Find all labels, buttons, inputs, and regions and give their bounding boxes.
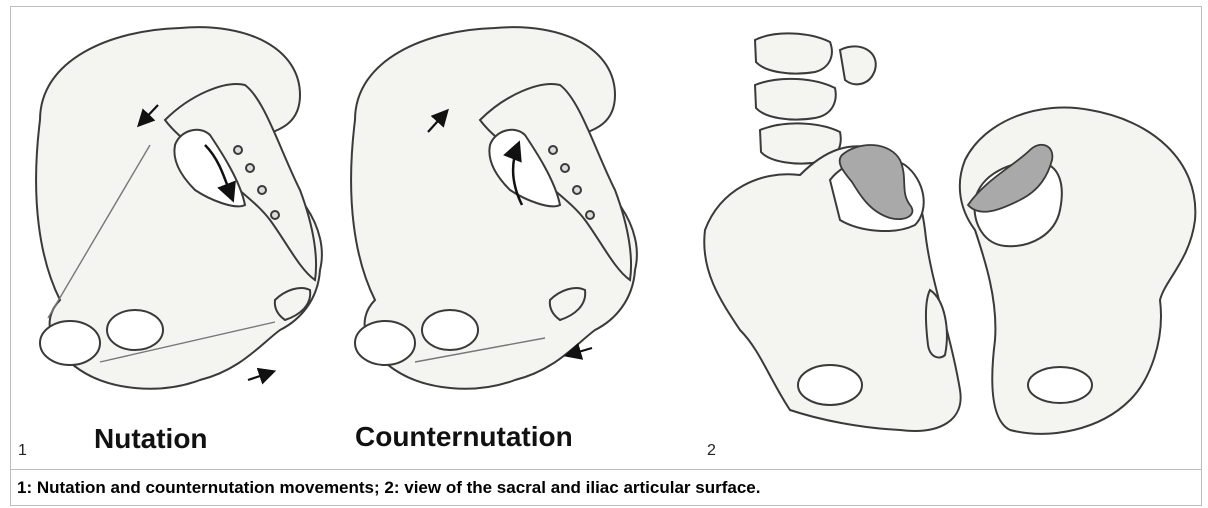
nutation-label: Nutation [94,423,208,455]
obturator-foramen [40,321,100,365]
obturator-foramen [1028,367,1092,403]
pelvis-nutation [36,27,322,389]
coccyx-chain [926,290,947,358]
caption-bar: 1: Nutation and counternutation movement… [10,470,1202,506]
ilium-view [960,107,1196,433]
obturator-foramen-2 [422,310,478,350]
nutation-bottom-arrow [248,372,272,380]
spinous-process [840,46,876,84]
sacrum-view [704,33,960,431]
counternutation-label: Counternutation [355,421,573,453]
panel-1-number: 1 [18,442,27,460]
panel-2-number: 2 [707,442,716,460]
obturator-foramen [798,365,862,405]
lumbar-vertebra-2 [755,79,836,120]
obturator-foramen [355,321,415,365]
pelvis-counternutation [351,27,637,389]
obturator-foramen-2 [107,310,163,350]
lumbar-vertebra-1 [755,33,832,73]
figure-caption: 1: Nutation and counternutation movement… [17,478,760,498]
